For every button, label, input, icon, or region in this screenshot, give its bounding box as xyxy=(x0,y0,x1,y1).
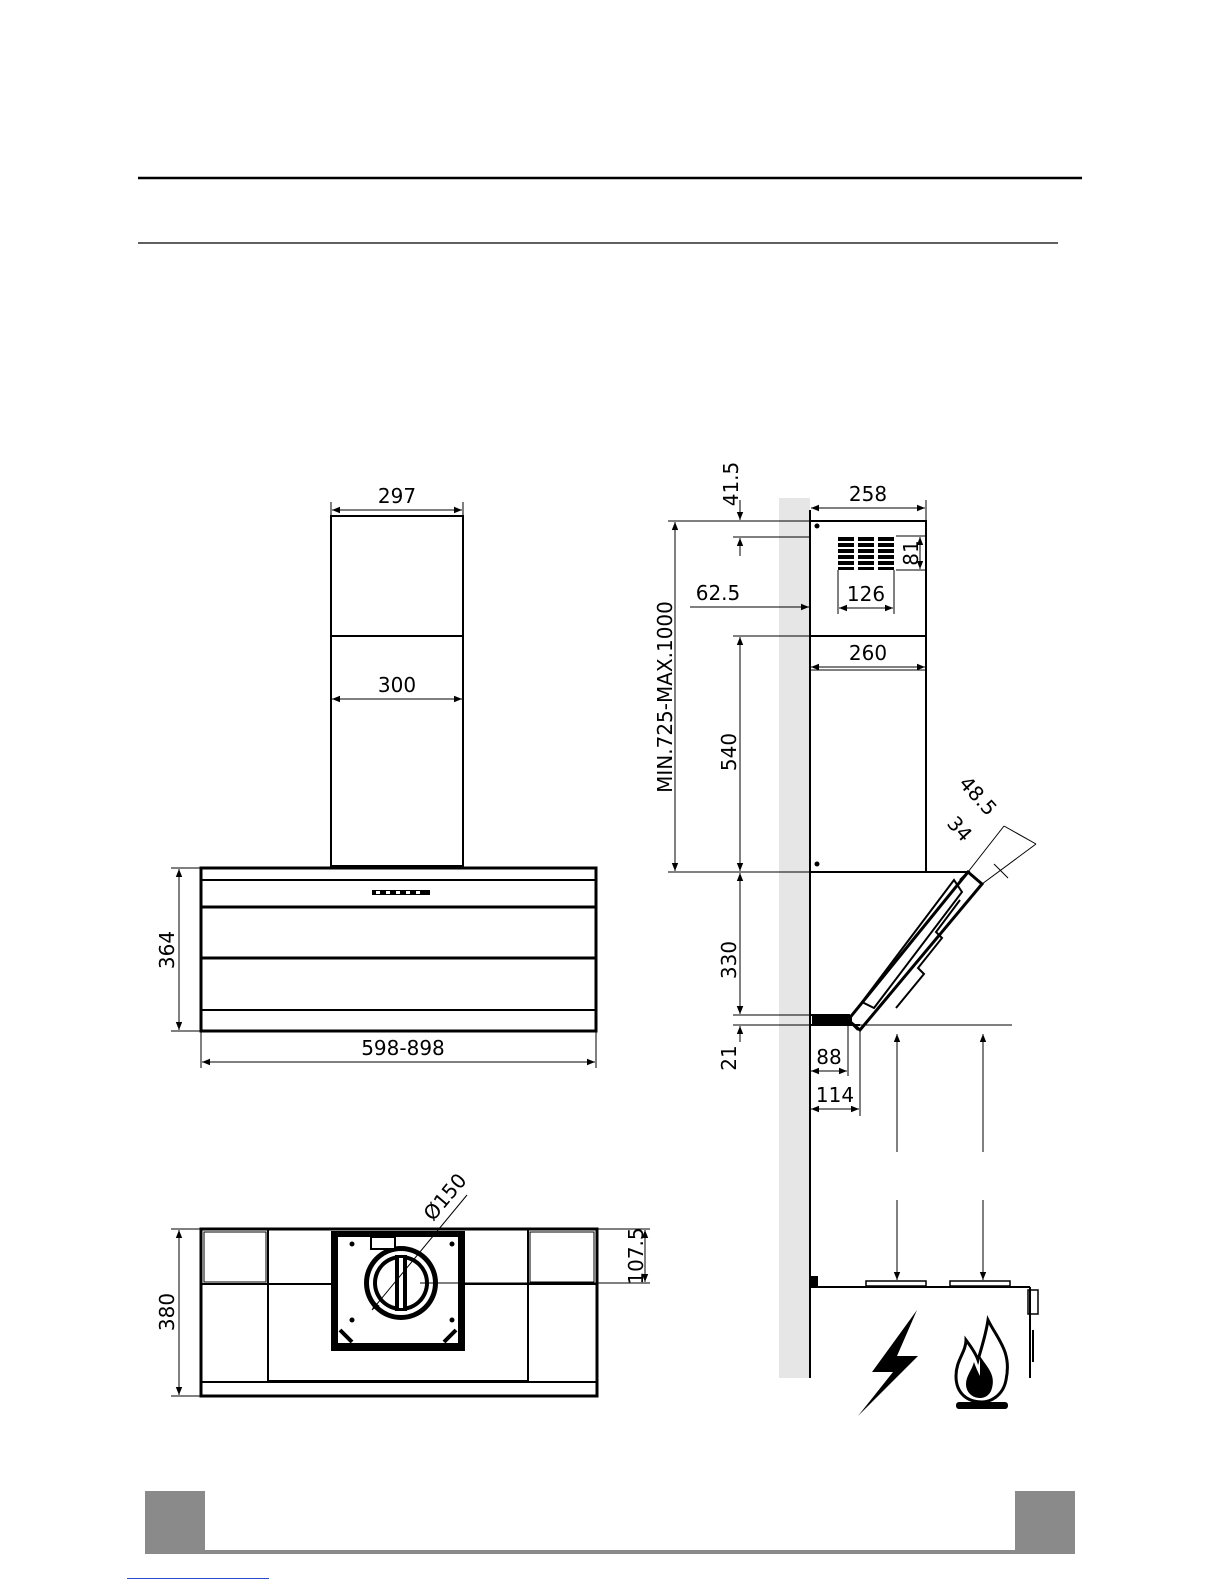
dim-canopy-width: 598-898 xyxy=(361,1036,445,1060)
dim-bottom-depth: 380 xyxy=(155,1293,179,1331)
dim-depth-a: 88 xyxy=(816,1045,841,1069)
dim-bottom-offset: 21 xyxy=(717,1045,741,1070)
dim-chimney-depth: 260 xyxy=(849,641,887,665)
dim-chimney-lower-width: 300 xyxy=(378,673,416,697)
dim-top-depth: 258 xyxy=(849,482,887,506)
wall xyxy=(779,498,810,1378)
footer-tab-left xyxy=(145,1491,205,1553)
dim-depth-b: 114 xyxy=(816,1083,854,1107)
vent-grille xyxy=(838,536,894,570)
footer-tab-right xyxy=(1015,1491,1075,1553)
dim-total-height: MIN.725-MAX.1000 xyxy=(653,601,677,793)
front-view: 297 300 364 598-898 xyxy=(155,484,596,1068)
dim-chimney-top-width: 297 xyxy=(378,484,416,508)
dim-top-offset: 41.5 xyxy=(719,462,743,507)
dim-duct-offset: 107.5 xyxy=(624,1227,648,1284)
dim-vent-offset: 62.5 xyxy=(696,581,741,605)
bottom-view: Ø150 380 107.5 xyxy=(155,1168,650,1396)
dim-duct-diameter: Ø150 xyxy=(418,1168,471,1225)
dim-canopy-height: 364 xyxy=(155,931,179,969)
control-panel-strip xyxy=(372,890,430,895)
dim-vent-height: 81 xyxy=(899,540,923,565)
dim-glass-thickness-b: 34 xyxy=(942,811,977,846)
footer-bar xyxy=(145,1550,1075,1554)
dim-body-height: 330 xyxy=(717,941,741,979)
side-view: 41.5 258 81 126 62.5 260 MIN.725-MAX.100… xyxy=(653,462,1038,1378)
flame-icon xyxy=(956,1320,1008,1409)
lightning-bolt-icon xyxy=(858,1310,918,1416)
dim-chimney-lower-height: 540 xyxy=(717,733,741,771)
footer-link-underline xyxy=(127,1578,269,1579)
dim-vent-width: 126 xyxy=(847,582,885,606)
